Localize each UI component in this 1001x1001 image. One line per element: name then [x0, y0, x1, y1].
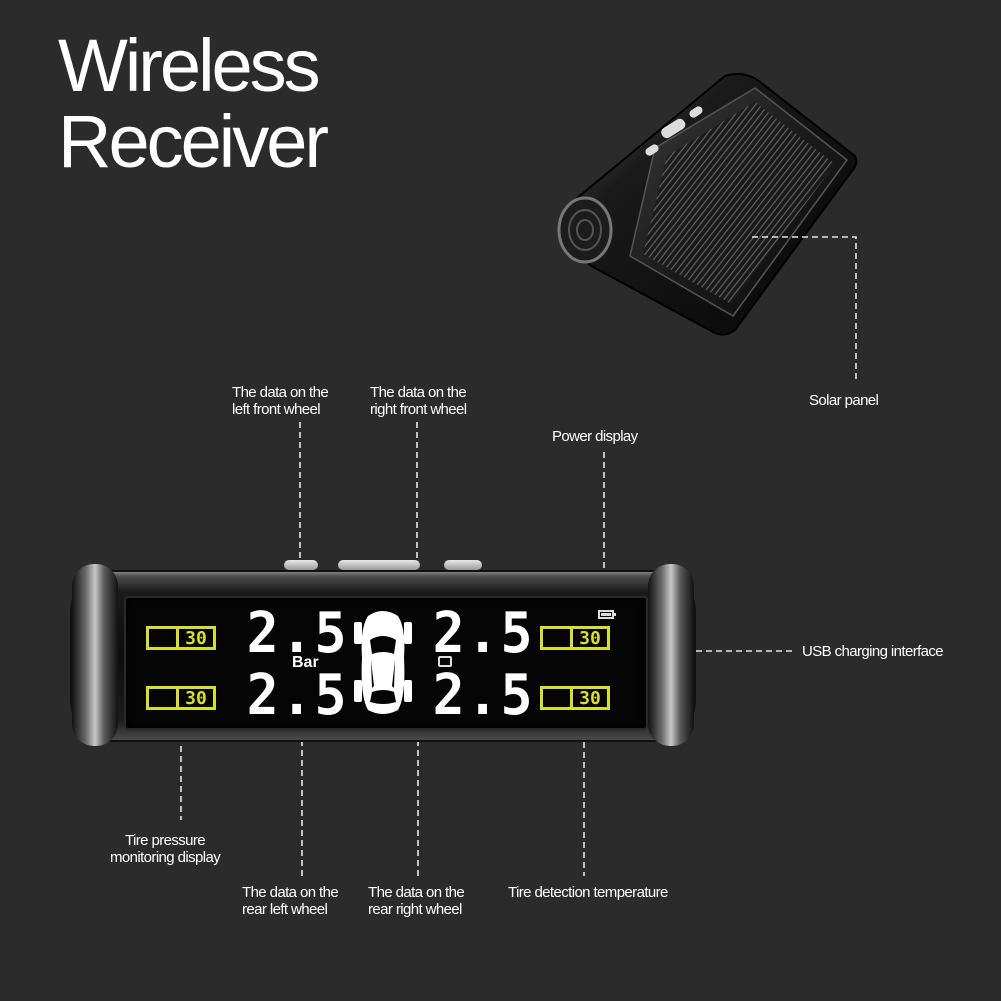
- top-button-right[interactable]: [444, 560, 482, 570]
- pressure-unit: Bar: [292, 654, 319, 671]
- label-rear-left: The data on the rear left wheel: [242, 884, 339, 918]
- temp-front-right: 30: [540, 626, 610, 654]
- car-icon: [354, 611, 412, 714]
- label-right-front: The data on the right front wheel: [370, 384, 467, 418]
- receiver-device: 30 30 30 30 2.5 2.5 2.5 2.5 Bar: [72, 560, 694, 750]
- label-usb: USB charging interface: [802, 643, 944, 660]
- page-title: Wireless Receiver: [58, 28, 398, 180]
- label-solar-panel: Solar panel: [809, 392, 879, 409]
- top-button-middle[interactable]: [338, 560, 420, 570]
- temp-front-left: 30: [146, 626, 216, 654]
- temp-front-right-value: 30: [570, 626, 610, 650]
- temp-rear-left: 30: [146, 686, 216, 714]
- temp-rear-right-value: 30: [570, 686, 610, 710]
- pressure-rear-right: 2.5: [432, 663, 535, 728]
- label-power-display: Power display: [552, 428, 638, 445]
- line-solar-panel: [752, 236, 857, 380]
- temp-rear-right: 30: [540, 686, 610, 714]
- charging-icon: [438, 656, 452, 667]
- pressure-front-right: 2.5: [432, 601, 535, 666]
- top-button-left[interactable]: [284, 560, 318, 570]
- label-tpms-display: Tire pressure monitoring display: [110, 832, 221, 866]
- battery-icon: [598, 610, 616, 619]
- label-left-front: The data on the left front wheel: [232, 384, 329, 418]
- pressure-rear-left: 2.5: [246, 663, 349, 728]
- left-endcap: [72, 564, 118, 746]
- temp-front-left-value: 30: [176, 626, 216, 650]
- title-line-2: Receiver: [58, 100, 329, 183]
- lcd-screen: 30 30 30 30 2.5 2.5 2.5 2.5 Bar: [124, 596, 648, 730]
- label-rear-right: The data on the rear right wheel: [368, 884, 465, 918]
- usb-endcap: [648, 564, 694, 746]
- temp-rear-left-value: 30: [176, 686, 216, 710]
- title-line-1: Wireless: [58, 24, 321, 107]
- label-tire-temp: Tire detection temperature: [508, 884, 668, 901]
- pressure-front-left: 2.5: [246, 601, 349, 666]
- solar-receiver-image: [557, 73, 858, 336]
